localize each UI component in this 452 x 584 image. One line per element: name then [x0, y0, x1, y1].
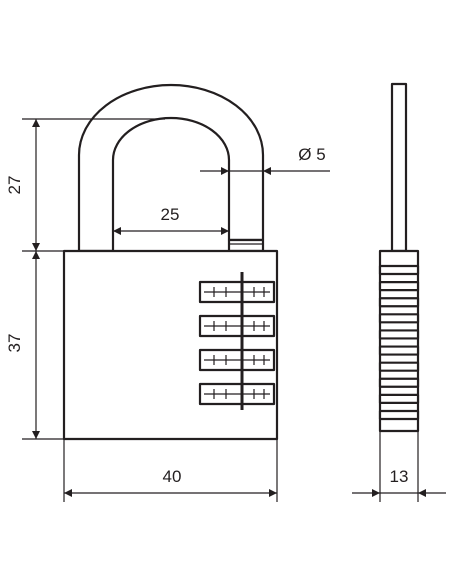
- side-wheel-rib: [378, 409, 420, 421]
- shackle-collar: [227, 238, 265, 253]
- dim-label-body-thickness: 13: [390, 467, 409, 486]
- side-wheel-rib: [378, 345, 420, 356]
- side-wheel-rib: [378, 393, 420, 404]
- side-wheel-rib: [378, 313, 420, 324]
- dim-label-shackle-diameter: Ø 5: [298, 145, 325, 164]
- side-wheel-rib: [378, 377, 420, 388]
- side-wheel-rib: [378, 264, 420, 276]
- side-shackle: [390, 82, 408, 253]
- side-wheel-rib: [378, 297, 420, 308]
- dim-label-body-width: 40: [163, 467, 182, 486]
- dim-label-shackle-height: 27: [5, 176, 24, 195]
- side-wheel-rib: [378, 329, 420, 340]
- side-wheel-rib: [378, 281, 420, 292]
- lock-body: [62, 249, 279, 441]
- dim-label-body-height: 37: [5, 334, 24, 353]
- side-body: [378, 249, 420, 433]
- side-view: [378, 82, 420, 433]
- shackle-outline: [77, 83, 265, 253]
- lock-body-outline: [62, 249, 279, 441]
- dim-label-shackle-inner-width: 25: [161, 205, 180, 224]
- side-wheel-rib: [378, 361, 420, 372]
- combination-wheels: [198, 280, 276, 406]
- side-wheel-ribs: [378, 264, 420, 421]
- shackle: [77, 83, 265, 253]
